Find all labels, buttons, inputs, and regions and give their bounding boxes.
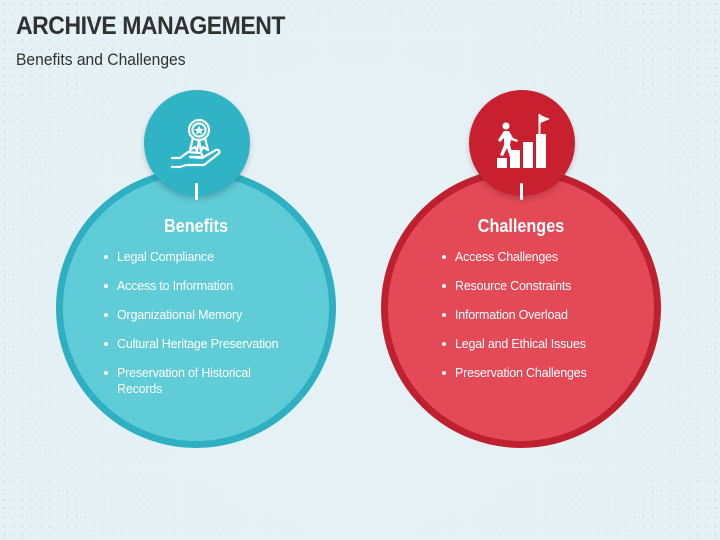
page-subtitle: Benefits and Challenges <box>16 50 186 69</box>
award-hand-icon <box>170 118 221 169</box>
benefits-connector <box>195 183 198 200</box>
list-item: Legal and Ethical Issues <box>442 336 622 352</box>
benefits-heading: Benefits <box>164 216 228 236</box>
benefits-icon-badge <box>144 90 250 196</box>
list-item: Cultural Heritage Preservation <box>104 336 284 352</box>
challenges-icon-badge <box>469 90 575 196</box>
challenges-list: Access Challenges Resource Constraints I… <box>442 249 622 394</box>
list-item: Access Challenges <box>442 249 622 265</box>
list-item: Organizational Memory <box>104 307 284 323</box>
challenges-connector <box>520 183 523 200</box>
list-item: Information Overload <box>442 307 622 323</box>
list-item: Resource Constraints <box>442 278 622 294</box>
benefits-circle <box>56 168 336 448</box>
page-title: ARCHIVE MANAGEMENT <box>16 12 286 40</box>
list-item: Preservation of Historical Records <box>104 365 284 397</box>
stairs-flag-icon <box>497 114 550 168</box>
list-item: Access to Information <box>104 278 284 294</box>
benefits-list: Legal Compliance Access to Information O… <box>104 249 284 410</box>
challenges-heading: Challenges <box>477 216 565 236</box>
list-item: Preservation Challenges <box>442 365 622 381</box>
challenges-circle <box>381 168 661 448</box>
list-item: Legal Compliance <box>104 249 284 265</box>
